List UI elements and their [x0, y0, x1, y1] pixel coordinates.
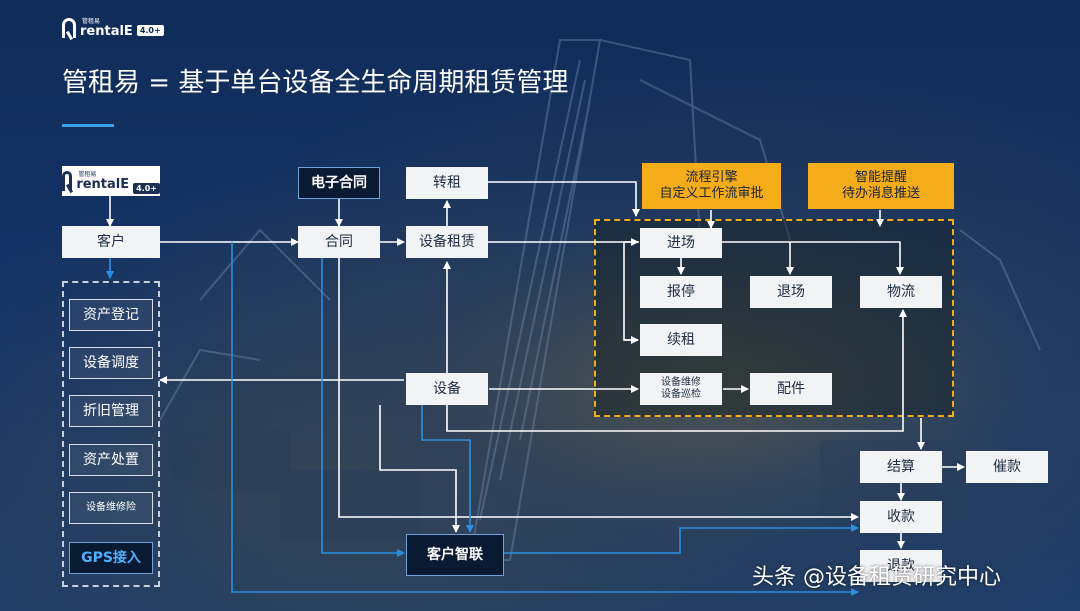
left-item-dispatch: 设备调度: [69, 347, 153, 379]
reminder-line2: 待办消息推送: [841, 186, 920, 201]
node-collection: 收款: [860, 501, 942, 533]
node-dunning: 催款: [966, 451, 1048, 483]
left-item-asset-disposal: 资产处置: [69, 444, 153, 476]
maint-line2: 设备巡检: [661, 389, 701, 400]
title-underline: [62, 124, 114, 127]
node-sublease: 转租: [406, 167, 488, 199]
logo-icon: [62, 171, 73, 191]
node-refund: 退款: [860, 550, 942, 582]
node-workflow-engine: 流程引擎 自定义工作流审批: [642, 163, 781, 209]
node-entry: 进场: [640, 228, 722, 258]
left-item-gps: GPS接入: [69, 542, 153, 574]
workflow-line2: 自定义工作流审批: [659, 186, 764, 201]
node-customer-link: 客户智联: [406, 534, 504, 576]
logo-cn: 管租易: [82, 17, 101, 25]
sidebar-brand-logo: 管租易 rentalE 4.0+: [62, 166, 160, 196]
watermark: 头条 @设备租赁研究中心: [752, 565, 1001, 590]
asset-management-group: [62, 281, 160, 587]
logo-brand: rentalE: [80, 23, 133, 39]
maint-line1: 设备维修: [661, 377, 701, 388]
brand-logo: 管租易 rentalE 4.0+: [62, 18, 164, 38]
reminder-line1: 智能提醒: [854, 170, 907, 186]
node-parts: 配件: [750, 373, 832, 405]
node-equipment-lease: 设备租赁: [406, 226, 488, 258]
node-report-stop: 报停: [640, 276, 722, 308]
logo-version: 4.0+: [133, 183, 160, 194]
node-settlement: 结算: [860, 451, 942, 483]
left-item-asset-registration: 资产登记: [69, 299, 153, 331]
node-equipment: 设备: [406, 373, 488, 405]
node-customer: 客户: [62, 226, 160, 258]
page-title: 管租易 = 基于单台设备全生命周期租赁管理: [62, 68, 569, 98]
logo-cn: 管租易: [78, 170, 97, 178]
node-logistics: 物流: [860, 276, 942, 308]
node-exit: 退场: [750, 276, 832, 308]
node-smart-reminder: 智能提醒 待办消息推送: [808, 163, 954, 209]
node-renewal: 续租: [640, 324, 722, 356]
node-contract: 合同: [298, 226, 380, 258]
logo-icon: [62, 18, 76, 38]
left-item-depreciation: 折旧管理: [69, 395, 153, 427]
logo-brand: rentalE: [76, 176, 130, 192]
logo-version: 4.0+: [136, 25, 164, 36]
workflow-line1: 流程引擎: [685, 170, 738, 186]
left-item-maintenance-insurance: 设备维修险: [69, 492, 153, 524]
node-maintenance: 设备维修 设备巡检: [640, 373, 722, 405]
node-e-contract: 电子合同: [298, 167, 380, 199]
